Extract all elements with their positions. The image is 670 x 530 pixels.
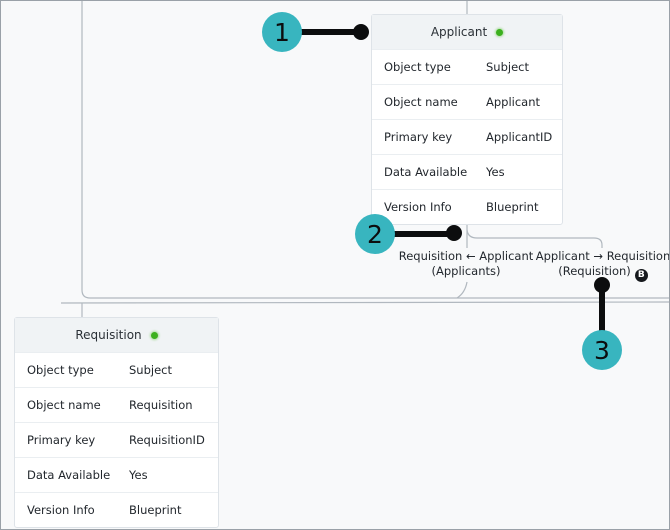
card-title: Requisition xyxy=(75,328,142,342)
property-label: Data Available xyxy=(384,165,468,179)
property-row: Object name Applicant xyxy=(372,84,562,119)
status-dot-icon xyxy=(150,331,158,339)
requisition-card[interactable]: Requisition Object type Subject Object n… xyxy=(14,317,219,528)
property-label: Object name xyxy=(27,398,101,412)
relationship-line2-text: (Requisition) xyxy=(558,264,631,278)
callout-3-dot-icon xyxy=(594,277,610,293)
property-label: Object name xyxy=(384,95,458,109)
property-value: RequisitionID xyxy=(129,433,205,447)
property-value: ApplicantID xyxy=(486,130,553,144)
applicant-card-header: Applicant xyxy=(372,15,562,49)
relationship-line2: (Applicants) xyxy=(431,264,501,278)
property-value: Applicant xyxy=(486,95,541,109)
property-row: Primary key ApplicantID xyxy=(372,119,562,154)
property-row: Primary key RequisitionID xyxy=(15,422,218,457)
badge-b-icon: B xyxy=(634,269,648,282)
property-value: Subject xyxy=(486,60,529,74)
status-dot-icon xyxy=(496,28,504,36)
callout-3-marker: 3 xyxy=(582,330,622,370)
property-value: Blueprint xyxy=(129,503,182,517)
property-row: Data Available Yes xyxy=(372,154,562,189)
relationship-label-applicants[interactable]: Requisition ← Applicant (Applicants) xyxy=(376,249,556,279)
callout-2-dot-icon xyxy=(446,225,462,241)
property-row: Object name Requisition xyxy=(15,387,218,422)
callout-1-dot-icon xyxy=(353,24,369,40)
property-label: Version Info xyxy=(384,200,452,214)
property-row: Version Info Blueprint xyxy=(15,492,218,527)
property-label: Version Info xyxy=(27,503,95,517)
property-label: Object type xyxy=(384,60,451,74)
requisition-card-header: Requisition xyxy=(15,318,218,352)
property-label: Data Available xyxy=(27,468,111,482)
property-value: Subject xyxy=(129,363,172,377)
relationship-label-requisition[interactable]: Applicant → Requisition (Requisition)B xyxy=(513,249,670,282)
relationship-line2: (Requisition)B xyxy=(513,264,669,282)
property-row: Object type Subject xyxy=(15,352,218,387)
card-title: Applicant xyxy=(430,25,488,39)
property-value: Requisition xyxy=(129,398,193,412)
property-value: Yes xyxy=(486,165,505,179)
relationship-line1: Requisition ← Applicant xyxy=(398,249,534,263)
callout-3-line xyxy=(599,285,605,337)
callout-2-line xyxy=(375,231,455,237)
property-label: Primary key xyxy=(384,130,453,144)
property-value: Blueprint xyxy=(486,200,539,214)
callout-1-line xyxy=(282,29,362,35)
property-label: Object type xyxy=(27,363,94,377)
property-value: Yes xyxy=(129,468,148,482)
property-label: Primary key xyxy=(27,433,96,447)
property-row: Data Available Yes xyxy=(15,457,218,492)
callout-1-marker: 1 xyxy=(262,12,302,52)
property-row: Object type Subject xyxy=(372,49,562,84)
applicant-card[interactable]: Applicant Object type Subject Object nam… xyxy=(371,14,563,225)
relationship-line1: Applicant → Requisition xyxy=(535,249,670,263)
callout-2-marker: 2 xyxy=(355,214,395,254)
property-row: Version Info Blueprint xyxy=(372,189,562,224)
